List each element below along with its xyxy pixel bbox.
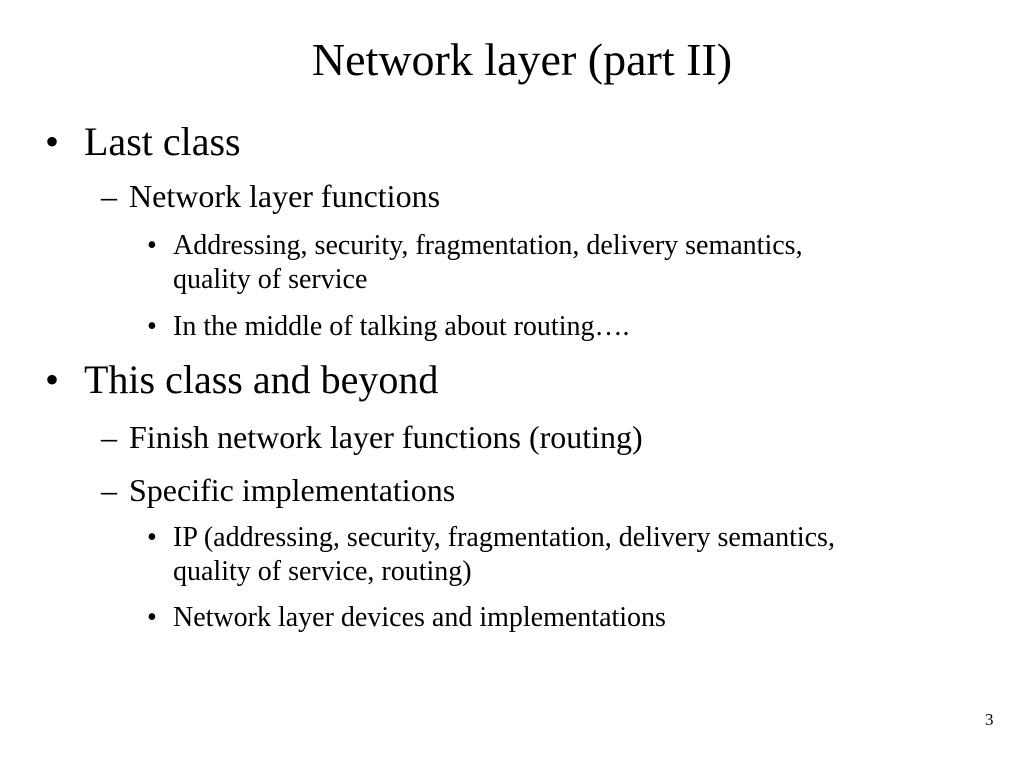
bullet-marker: •: [147, 522, 157, 553]
bullet-last-class: • Last class: [45, 119, 445, 165]
bullet-text: Last class: [84, 119, 241, 164]
bullet-marker: •: [147, 230, 157, 261]
sub-bullet-finish-routing: – Finish network layer functions (routin…: [101, 418, 801, 456]
sub-sub-bullet-text: Network layer devices and implementation…: [173, 602, 666, 633]
bullet-text: This class and beyond: [84, 357, 439, 402]
sub-sub-bullet-line-2: quality of service, routing): [173, 556, 472, 587]
bullet-marker: •: [45, 357, 60, 402]
dash-marker: –: [101, 178, 117, 214]
sub-sub-bullet-ip: • IP (addressing, security, fragmentatio…: [147, 521, 1007, 589]
sub-bullet-network-layer-functions: – Network layer functions: [101, 177, 601, 215]
sub-sub-bullet-line-1: Addressing, security, fragmentation, del…: [173, 230, 803, 261]
bullet-marker: •: [147, 311, 157, 342]
dash-marker: –: [101, 472, 117, 508]
sub-bullet-text: Network layer functions: [129, 178, 441, 214]
bullet-this-class-and-beyond: • This class and beyond: [45, 357, 565, 403]
sub-bullet-specific-implementations: – Specific implementations: [101, 471, 601, 509]
sub-bullet-text: Specific implementations: [129, 472, 456, 508]
page-number: 3: [985, 710, 994, 729]
sub-sub-bullet-routing-talk: • In the middle of talking about routing…: [147, 310, 767, 344]
dash-marker: –: [101, 419, 117, 455]
sub-bullet-text: Finish network layer functions (routing): [129, 419, 643, 455]
sub-sub-bullet-devices: • Network layer devices and implementati…: [147, 601, 827, 635]
slide-title: Network layer (part II): [311, 34, 733, 85]
bullet-marker: •: [45, 119, 60, 164]
sub-sub-bullet-text: In the middle of talking about routing….: [173, 311, 630, 342]
sub-sub-bullet-addressing: • Addressing, security, fragmentation, d…: [147, 229, 987, 297]
sub-sub-bullet-line-1: IP (addressing, security, fragmentation,…: [173, 522, 835, 553]
bullet-marker: •: [147, 602, 157, 633]
sub-sub-bullet-line-2: quality of service: [173, 264, 368, 295]
